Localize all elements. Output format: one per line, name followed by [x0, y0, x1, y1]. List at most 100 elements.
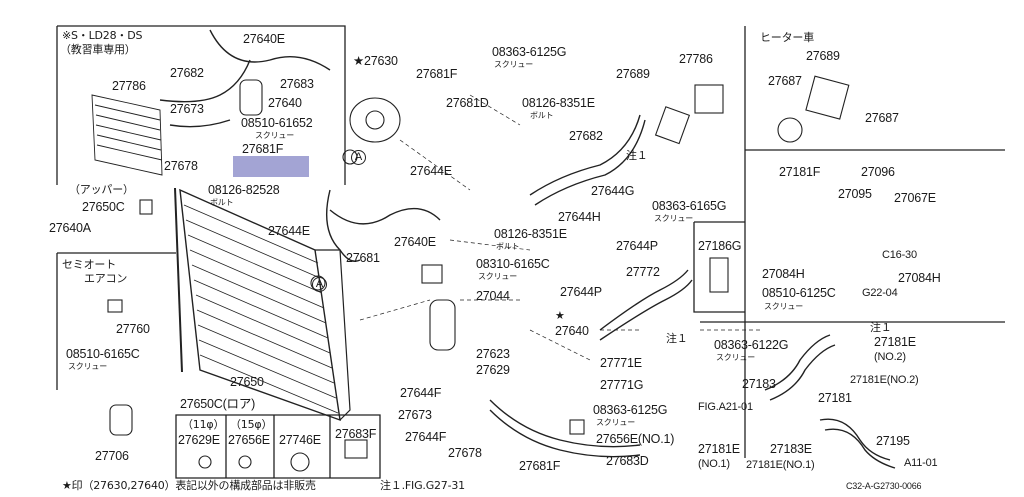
part-27689: 27689 — [616, 67, 650, 81]
part-27678: 27678 — [448, 446, 482, 460]
part-27183E: 27183E — [770, 442, 812, 456]
part-27682: 27682 — [569, 129, 603, 143]
part-27186G: 27186G — [698, 239, 742, 253]
part-27683D: 27683D — [606, 454, 649, 468]
note1-mid: 注１ — [666, 332, 688, 345]
ref-a11-01: A11-01 — [904, 457, 938, 469]
part-27644E-top: 27644E — [410, 164, 452, 178]
footer-note-mid: 注１.FIG.G27-31 — [380, 479, 465, 492]
part-08363-6125G-low: 08363-6125G — [593, 403, 668, 417]
screw-label-low: スクリュー — [596, 418, 635, 427]
screw-label-6165C: スクリュー — [478, 272, 517, 281]
part-27183: 27183 — [742, 377, 776, 391]
part-27650: 27650 — [230, 375, 264, 389]
part-08126-8351E-mid: 08126-8351E — [494, 227, 567, 241]
part-27067E: 27067E — [894, 191, 936, 205]
part-27195: 27195 — [876, 434, 910, 448]
bolt-label-82528: ボルト — [210, 198, 234, 207]
part-27644F-a: 27644F — [400, 386, 442, 400]
part-27772: 27772 — [626, 265, 660, 279]
part-27706: 27706 — [95, 449, 129, 463]
part-27681F: 27681F — [416, 67, 458, 81]
part-27786: 27786 — [679, 52, 713, 66]
inset-condenser — [91, 94, 163, 176]
note1-right: 注１ — [870, 321, 892, 334]
part-27640-inset: 27640 — [268, 96, 302, 110]
part-27650C: 27650C — [82, 200, 125, 214]
part-27644F-b: 27644F — [405, 430, 447, 444]
ref-c16-30: C16-30 — [882, 249, 917, 261]
part-27771G: 27771G — [600, 378, 644, 392]
screw-label-inset: スクリュー — [255, 131, 294, 140]
circle-a-top: A — [351, 150, 366, 165]
box1-size: （11φ） — [182, 418, 225, 431]
part-27644E-left: 27644E — [268, 224, 310, 238]
part-08363-6122G: 08363-6122G — [714, 338, 789, 352]
part-08363-6165G: 08363-6165G — [652, 199, 727, 213]
part-27096: 27096 — [861, 165, 895, 179]
part-27681: 27681 — [346, 251, 380, 265]
part-27683F: 27683F — [335, 427, 377, 441]
semi-auto-title2: エアコン — [84, 272, 128, 285]
screw-label-right-mid: スクリュー — [764, 302, 803, 311]
part-27181E-no2-a: 27181E — [874, 335, 916, 349]
screw-label-right-low: スクリュー — [716, 353, 755, 362]
inset-title: ※S・LD28・DS — [62, 29, 143, 42]
footer-code: C32-A-G2730-0066 — [846, 481, 922, 491]
part-27689-heater: 27689 — [806, 49, 840, 63]
part-27650C-lower: 27650C(ロア) — [180, 397, 256, 411]
part-27181: 27181 — [818, 391, 852, 405]
box2-size: （15φ） — [230, 418, 273, 431]
bolt-label-mid: ボルト — [496, 242, 520, 251]
part-27640E-inset: 27640E — [243, 32, 285, 46]
part-27181E-no1-b: 27181E(NO.1) — [746, 459, 815, 471]
semi-auto-title1: セミオート — [62, 258, 116, 271]
part-27771E: 27771E — [600, 356, 642, 370]
part-27746E: 27746E — [279, 433, 321, 447]
part-27673-inset: 27673 — [170, 102, 204, 116]
part-27681F-low: 27681F — [519, 459, 561, 473]
no1-a: (NO.1) — [698, 458, 730, 470]
part-08126-82528: 08126-82528 — [208, 183, 280, 197]
highlight-box — [233, 156, 309, 177]
part-27681F-inset: 27681F — [242, 142, 284, 156]
part-27044: 27044 — [476, 289, 510, 303]
pipes — [159, 29, 896, 469]
circle-a-mid: A — [312, 277, 327, 292]
part-27095: 27095 — [838, 187, 872, 201]
screw-label-semi: スクリュー — [68, 362, 107, 371]
ref-g22-04: G22-04 — [862, 287, 898, 299]
part-27644P-mid: 27644P — [560, 285, 602, 299]
star-mark: ★ — [555, 309, 565, 322]
part-27678-inset: 27678 — [164, 159, 198, 173]
ref-fig-a21-01: FIG.A21-01 — [698, 401, 753, 413]
part-08126-8351E-top: 08126-8351E — [522, 96, 595, 110]
inset-frames — [56, 25, 1005, 479]
part-27786-inset: 27786 — [112, 79, 146, 93]
heater-title: ヒーター車 — [760, 31, 814, 44]
part-27181E-no1-a: 27181E — [698, 442, 740, 456]
part-08510-6125C: 08510-6125C — [762, 286, 836, 300]
part-27656E-no1: 27656E(NO.1) — [596, 432, 675, 446]
part-08310-6165C: 08310-6165C — [476, 257, 550, 271]
part-27630: ★27630 — [353, 54, 398, 68]
part-27629E: 27629E — [178, 433, 220, 447]
part-27687-a: 27687 — [768, 74, 802, 88]
footer-note-left: ★印（27630,27640）表記以外の構成部品は非販売 — [62, 479, 316, 492]
inset-subtitle: （教習車専用） — [60, 43, 136, 56]
screw-label-6165G: スクリュー — [654, 214, 693, 223]
part-27623: 27623 — [476, 347, 510, 361]
upper-note: （アッパー） — [69, 183, 134, 196]
part-27181F: 27181F — [779, 165, 821, 179]
components — [107, 75, 850, 472]
part-08510-6165C: 08510-6165C — [66, 347, 140, 361]
note1-top: 注１ — [626, 149, 648, 162]
part-08510-61652: 08510-61652 — [241, 116, 313, 130]
part-27084H-left: 27084H — [762, 267, 805, 281]
part-27682-inset: 27682 — [170, 66, 204, 80]
part-27683-inset: 27683 — [280, 77, 314, 91]
condenser-core — [174, 187, 351, 422]
part-27644P-top: 27644P — [616, 239, 658, 253]
